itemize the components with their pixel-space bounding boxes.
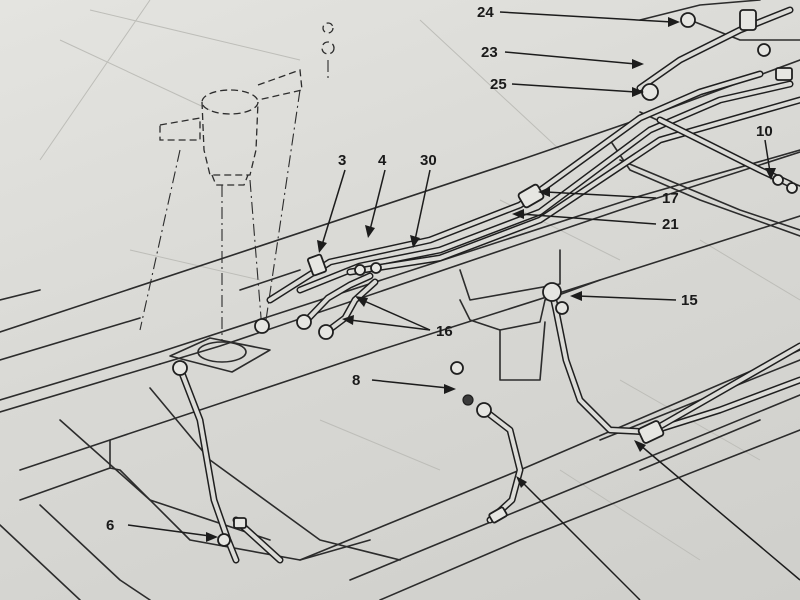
callout-6: 6: [106, 517, 114, 534]
callout-24: 24: [477, 4, 494, 21]
fuel-pump-assembly: [139, 22, 335, 373]
callout-16: 16: [436, 323, 453, 340]
callout-21: 21: [662, 216, 679, 233]
callout-30: 30: [420, 152, 437, 169]
callout-leaders: [127, 11, 800, 600]
callout-8: 8: [352, 372, 360, 389]
callout-4: 4: [378, 152, 387, 169]
callout-25: 25: [490, 76, 507, 93]
callout-labels: 24 23 25 10 3 4 30 17 21 15 16 8 6: [106, 4, 773, 534]
callout-3: 3: [338, 152, 346, 169]
callout-15: 15: [681, 292, 698, 309]
background-ghost-lines: [39, 0, 800, 561]
callout-10: 10: [756, 123, 773, 140]
line-fittings: [172, 9, 798, 547]
callout-23: 23: [481, 44, 498, 61]
callout-17: 17: [662, 190, 679, 207]
